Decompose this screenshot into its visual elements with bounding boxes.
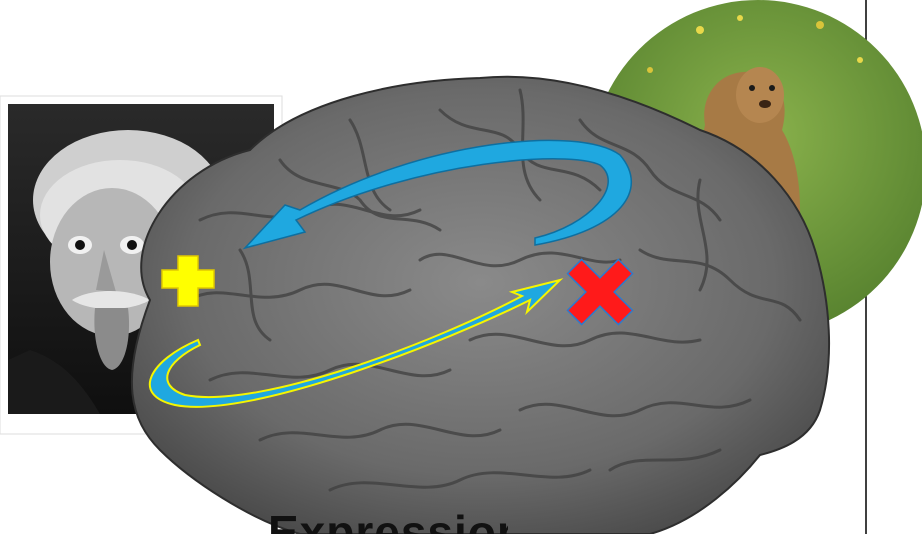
caption-text: Expression bbox=[268, 506, 508, 534]
